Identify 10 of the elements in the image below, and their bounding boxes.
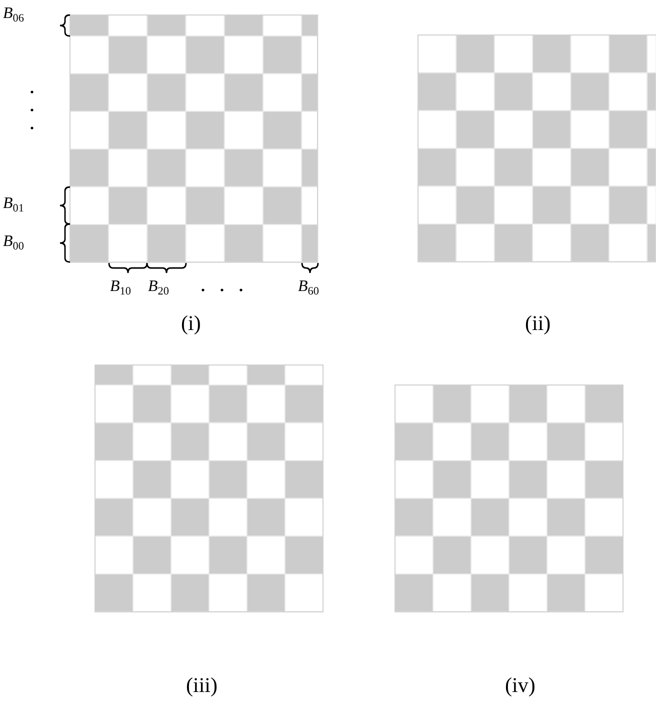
brace-label: B$_{00}$ (3, 234, 24, 253)
panel-label: (ii) (525, 313, 551, 334)
panel-label: (i) (181, 313, 201, 334)
panel-label: (iv) (505, 675, 536, 696)
panel-label: (iii) (186, 675, 218, 696)
brace-label: B$_{20}$ (148, 279, 169, 298)
brace-label: B$_{60}$ (298, 279, 319, 298)
brace-label: B$_{06}$ (3, 6, 24, 25)
brace-label: B$_{10}$ (110, 279, 131, 298)
brace-label: B$_{01}$ (3, 196, 24, 215)
